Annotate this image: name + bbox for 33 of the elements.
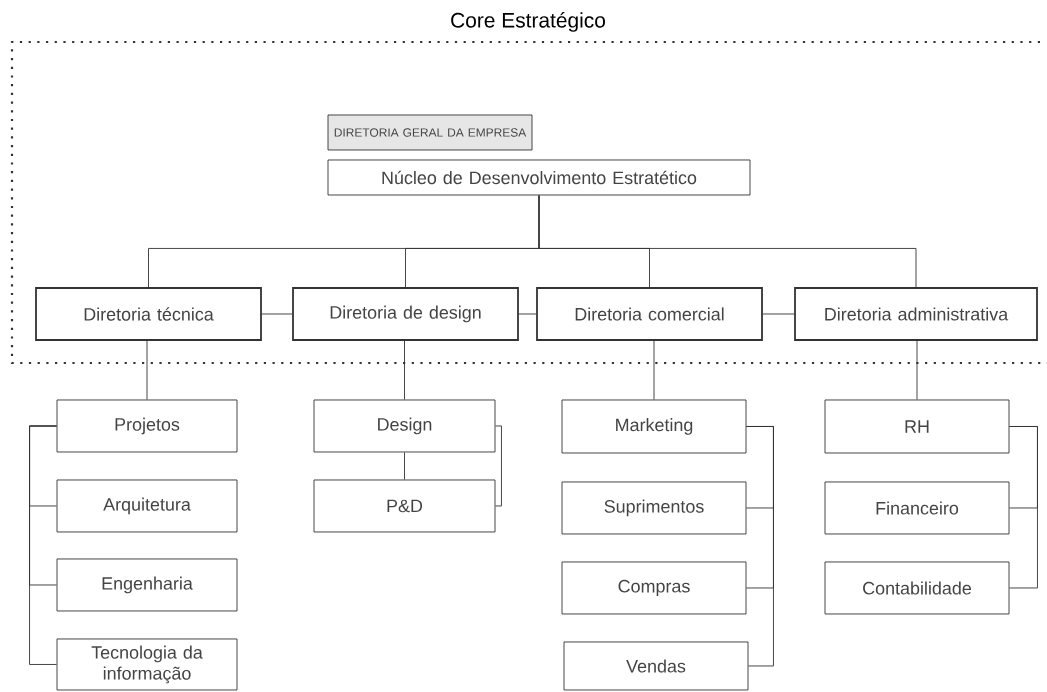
org-box: Contabilidade	[824, 561, 1010, 615]
connector-line	[404, 340, 405, 400]
connector-line	[538, 195, 917, 288]
org-box: Financeiro	[824, 481, 1010, 535]
org-box: Núcleo de Desenvolvimento Estratético	[327, 159, 751, 196]
org-box: DIRETORIA GERAL DA EMPRESA	[327, 114, 533, 151]
directorate-box: Diretoria administrativa	[794, 287, 1038, 341]
org-box: Design	[313, 399, 496, 453]
org-box: Compras	[561, 561, 747, 615]
org-box: Marketing	[561, 399, 747, 454]
org-box: RH	[824, 399, 1010, 454]
connector-line	[404, 452, 405, 480]
region-title: Core Estratégico	[451, 12, 605, 32]
connector-line	[916, 340, 918, 400]
connector-line	[762, 313, 795, 315]
connector-line	[653, 340, 655, 400]
org-box: Arquitetura	[56, 479, 238, 533]
org-box: P&D	[313, 479, 496, 533]
org-box: Tecnologia da informação	[56, 638, 238, 691]
connector-line	[1009, 426, 1038, 589]
connector-line	[146, 340, 148, 400]
org-box: Vendas	[563, 641, 749, 691]
org-box: Engenharia	[56, 558, 238, 612]
connector-line	[261, 313, 293, 315]
org-box: Projetos	[56, 399, 238, 453]
connector-line	[518, 313, 537, 315]
directorate-box: Diretoria de design	[292, 287, 519, 341]
connector-line	[746, 426, 774, 667]
connector-line	[495, 425, 502, 507]
directorate-box: Diretoria técnica	[35, 287, 262, 341]
connector-line	[29, 425, 57, 665]
directorate-box: Diretoria comercial	[536, 287, 763, 341]
org-box: Suprimentos	[561, 481, 747, 535]
